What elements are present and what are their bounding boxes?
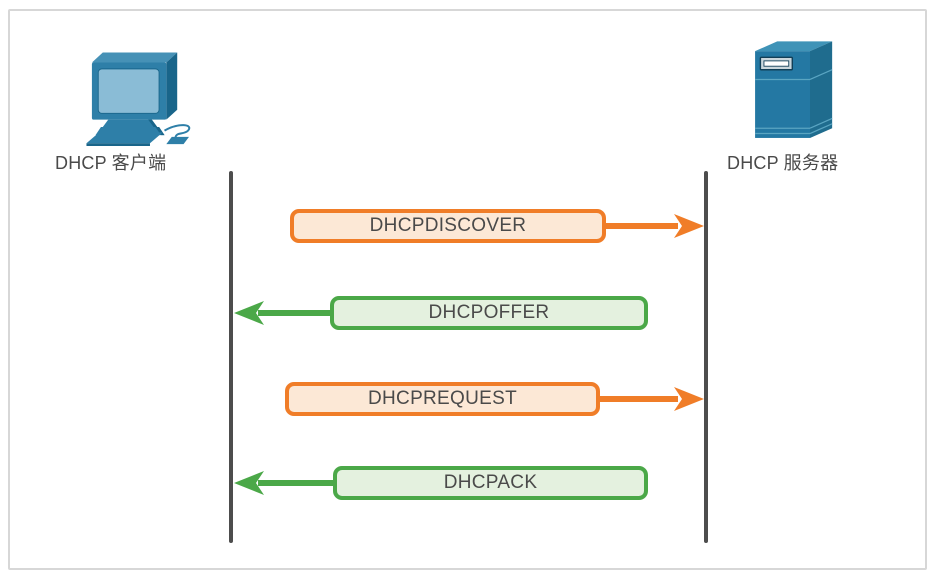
arrow-left-icon — [234, 300, 334, 326]
client-label: DHCP 客户端 — [55, 153, 167, 173]
arrow-left-icon — [234, 470, 337, 496]
message-label: DHCPREQUEST — [368, 388, 517, 409]
server-lifeline — [704, 171, 708, 543]
message-box-dhcprequest: DHCPREQUEST — [285, 382, 600, 416]
client-lifeline — [229, 171, 233, 543]
message-label: DHCPOFFER — [428, 302, 550, 323]
arrow-right-icon — [596, 386, 704, 412]
message-box-dhcpoffer: DHCPOFFER — [330, 296, 648, 330]
client-computer-icon — [80, 48, 200, 146]
message-box-dhcpdiscover: DHCPDISCOVER — [290, 209, 606, 243]
server-label: DHCP 服务器 — [727, 153, 839, 173]
message-box-dhcpack: DHCPACK — [333, 466, 648, 500]
message-label: DHCPACK — [443, 472, 538, 493]
server-tower-icon — [748, 38, 841, 144]
arrow-right-icon — [602, 213, 704, 239]
message-label: DHCPDISCOVER — [369, 215, 527, 236]
